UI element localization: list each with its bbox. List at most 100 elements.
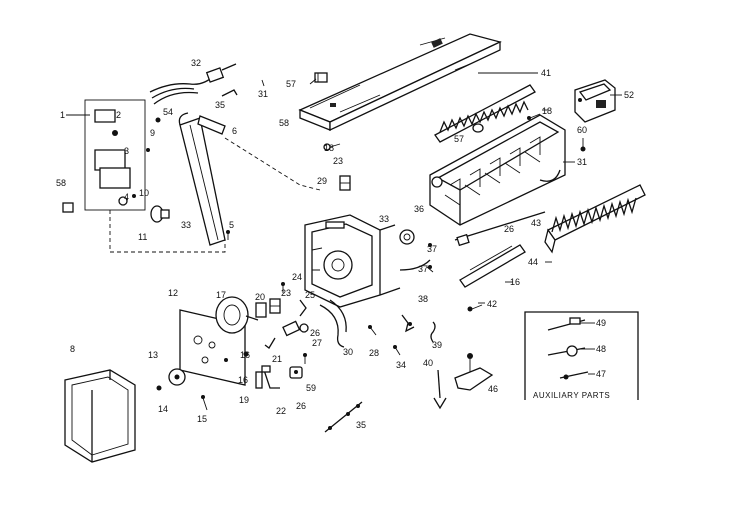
auxiliary-parts-box: AUXILIARY PARTS [524,311,639,400]
label-57-top: 57 [286,79,296,89]
label-16-lower: 16 [238,375,248,385]
label-33-housing: 33 [379,214,389,224]
ice-maker-cover [298,33,502,132]
label-20: 20 [255,292,265,302]
label-60: 60 [577,125,587,135]
label-23-upper: 23 [333,156,343,166]
valve-bracket-26 [459,244,526,288]
label-15: 15 [197,414,207,424]
connector-35-top [221,89,238,97]
label-27: 27 [312,338,322,348]
label-19: 19 [239,395,249,405]
clip-57-mold [472,123,484,133]
label-38: 38 [418,294,428,304]
label-57-mold: 57 [454,134,464,144]
label-46: 46 [488,384,498,394]
screw-37 [426,243,434,273]
cam-59 [289,366,303,379]
mold-heater-43 [454,211,546,247]
label-18-mold: 18 [542,106,552,116]
part-labels: 1 2 3 4 5 6 8 9 10 11 12 13 14 15 16 16 … [56,58,634,430]
label-35-bottom: 35 [356,420,366,430]
label-13: 13 [148,350,158,360]
motor-17 [215,296,259,334]
fitting-47 [559,371,589,380]
label-30: 30 [343,347,353,357]
part-20 [255,302,267,318]
label-31-top: 31 [258,89,268,99]
label-25: 25 [305,290,315,300]
label-2: 2 [116,110,121,120]
label-49: 49 [596,318,606,328]
label-4-left: 4 [124,192,129,202]
screw-5 [226,230,230,240]
fitting-49 [547,317,586,331]
label-16-plate: 16 [240,350,250,360]
label-29: 29 [317,176,327,186]
label-59: 59 [306,383,316,393]
label-52: 52 [624,90,634,100]
screw-60 [580,138,586,152]
label-47: 47 [596,369,606,379]
label-41: 41 [541,68,551,78]
label-37-upper: 37 [427,244,437,254]
bracket-6 [197,115,226,135]
label-26-mid: 26 [310,328,320,338]
housing-33 [304,214,401,308]
label-37-lower: 37 [418,264,428,274]
ice-mold-31 [429,114,566,226]
label-9: 9 [150,128,155,138]
label-28: 28 [369,348,379,358]
shutoff-arm-40 [433,369,447,410]
mold-support-53 [178,112,226,246]
clip-57-top [314,72,328,83]
screw-15 [201,395,208,411]
label-12: 12 [168,288,178,298]
spring-39 [430,321,436,343]
mark-31-top [261,79,265,87]
screw-28 [368,325,377,336]
label-42: 42 [487,299,497,309]
label-14: 14 [158,404,168,414]
label-48: 48 [596,344,606,354]
ice-stripper-41 [434,84,536,143]
label-58-left: 58 [56,178,66,188]
label-22: 22 [276,406,286,416]
label-23-lower: 23 [281,288,291,298]
leader-lines [66,72,622,375]
part-23 [269,298,281,314]
wire-harness-30 [319,299,347,348]
part-25 [299,299,307,317]
label-31-mold: 31 [577,157,587,167]
lever-38 [401,314,415,333]
ice-rake-44 [544,184,646,254]
screw-24 [281,282,285,293]
label-10: 10 [139,188,149,198]
terminal-58-left [62,202,74,213]
switch-46 [454,353,494,391]
label-18-cover: 18 [324,143,334,153]
label-21: 21 [272,354,282,364]
thermostat-11 [150,205,170,223]
label-24: 24 [292,272,302,282]
wire-37 [399,259,431,271]
label-3: 3 [124,146,129,156]
wire-35 [324,401,363,433]
screw-9 [146,148,150,152]
fill-cup-52 [574,79,616,123]
label-26-low: 26 [296,401,306,411]
label-35-top: 35 [215,100,225,110]
front-cover-8 [64,369,136,463]
screw-16-plate [243,351,249,357]
screw-10 [132,194,136,198]
label-36: 36 [414,204,424,214]
screw-54 [155,117,161,123]
label-17: 17 [216,290,226,300]
label-34: 34 [396,360,406,370]
shaft-21 [264,320,301,349]
switch-19 [255,371,263,389]
screw-18-mold [527,113,541,120]
label-16-right: 16 [510,277,520,287]
label-54: 54 [163,107,173,117]
